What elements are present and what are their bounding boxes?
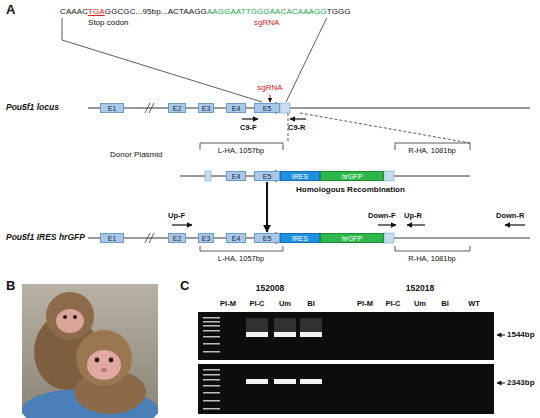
exon-box: E4 <box>226 103 246 113</box>
primer-name: Up-F <box>168 211 185 220</box>
exon-label: IRES <box>292 172 308 181</box>
utr-box <box>384 233 394 243</box>
sequence-row: CAAACTGAGGCGC...95bp...ACTAAGGAAGGAATTGG… <box>60 6 351 17</box>
exon-label: E1 <box>108 104 117 113</box>
exon-label: E3 <box>202 104 211 113</box>
dashed-guide <box>300 113 470 143</box>
exon-box: E2 <box>168 103 186 113</box>
sequence-text: TGGG <box>327 6 351 17</box>
size-arrow <box>497 335 505 336</box>
primer-name: C9-F <box>240 123 257 132</box>
lane-label: PI-C <box>386 299 401 308</box>
exon-box: E5 <box>254 171 280 181</box>
exon-label: E5 <box>263 104 272 113</box>
exon-label: hrGFP <box>342 234 363 243</box>
sequence-text: AAGGAATTGGGAACACAAAGG <box>207 6 327 17</box>
exon-box: E1 <box>100 103 124 113</box>
break-mark <box>149 233 154 243</box>
lane-label: WT <box>468 299 480 308</box>
utr-box <box>384 171 394 181</box>
primer-arrow <box>172 224 192 225</box>
exon-label: E2 <box>173 234 182 243</box>
arm-length: R-HA, 1081bp <box>408 254 456 263</box>
exon-label: E4 <box>232 104 241 113</box>
exon-box: IRES <box>280 233 320 243</box>
primer-arrow <box>242 118 258 119</box>
exon-label: E4 <box>232 234 241 243</box>
primer-arrow <box>290 118 306 119</box>
lane-label: Um <box>414 299 426 308</box>
primer-arrow <box>505 224 525 225</box>
primer-arrow <box>407 224 425 225</box>
exon-label: IRES <box>292 234 308 243</box>
lane-label: Um <box>279 299 291 308</box>
band-size: 2343bp <box>507 378 535 388</box>
utr-box <box>280 103 290 113</box>
arm-length: R-HA, 1081bp <box>408 146 456 155</box>
exon-box: E5 <box>254 103 280 113</box>
monkey-photo <box>22 284 158 418</box>
exon-label: E1 <box>108 234 117 243</box>
bracket <box>395 246 470 251</box>
sample-id: 152008 <box>256 283 284 293</box>
panel-letter: B <box>6 278 15 294</box>
exon-box: IRES <box>280 171 320 181</box>
step-name: Homologous Recombination <box>296 185 405 195</box>
exon-label: E5 <box>263 172 272 181</box>
exon-box: E4 <box>226 171 246 181</box>
primer-name: Down-F <box>368 211 396 220</box>
recombination-arrow <box>266 182 268 232</box>
break-mark <box>145 233 150 243</box>
primer-name: Up-R <box>404 211 422 220</box>
primer-name: Down-R <box>496 211 524 220</box>
lane-label: BI <box>307 299 315 308</box>
exon-box: E2 <box>168 233 186 243</box>
lane-label: BI <box>441 299 449 308</box>
exon-box: E1 <box>100 233 124 243</box>
arm-length: L-HA, 1057bp <box>218 146 264 155</box>
exon-box: E3 <box>198 233 214 243</box>
sequence-text: GGCGC...95bp...ACTAAGG <box>105 6 207 17</box>
sequence-text: CAAAC <box>60 6 88 17</box>
sequence-text: TGA <box>88 6 105 17</box>
sgrna-label: sgRNA <box>257 83 282 93</box>
exon-box: E5 <box>254 233 280 243</box>
arm-length: L-HA, 1057bp <box>218 254 264 263</box>
track-name: Pou5f1 locus <box>6 102 59 112</box>
lane-label: PI-M <box>357 299 373 308</box>
exon-label: E4 <box>232 172 241 181</box>
exon-fragment <box>205 171 211 181</box>
gel-image <box>198 312 494 414</box>
annotation: Stop codon <box>88 18 128 28</box>
exon-box: hrGFP <box>320 233 384 243</box>
size-arrow <box>497 383 505 384</box>
exon-box: hrGFP <box>320 171 384 181</box>
exon-box: E3 <box>198 103 214 113</box>
track-name: Pou5f1 IRES hrGFP <box>6 232 85 242</box>
exon-label: hrGFP <box>342 172 363 181</box>
sgrna-arrow <box>270 95 271 102</box>
sample-id: 152018 <box>406 283 434 293</box>
sgrna-label: sgRNA <box>254 18 279 28</box>
panel-letter: A <box>6 2 15 18</box>
panel-letter: C <box>180 278 189 294</box>
primer-name: C9-R <box>288 123 306 132</box>
exon-label: E3 <box>202 234 211 243</box>
locus-line <box>88 103 530 113</box>
band-size: 1544bp <box>507 330 535 340</box>
track-name: Donor Plasmid <box>110 150 162 160</box>
bracket <box>200 246 283 251</box>
primer-arrow <box>378 224 396 225</box>
leader-line <box>62 18 262 102</box>
exon-box: E4 <box>226 233 246 243</box>
lane-label: PI-M <box>220 299 236 308</box>
lane-label: PI-C <box>250 299 265 308</box>
leader-line <box>286 18 327 102</box>
exon-label: E2 <box>173 104 182 113</box>
exon-label: E5 <box>263 234 272 243</box>
